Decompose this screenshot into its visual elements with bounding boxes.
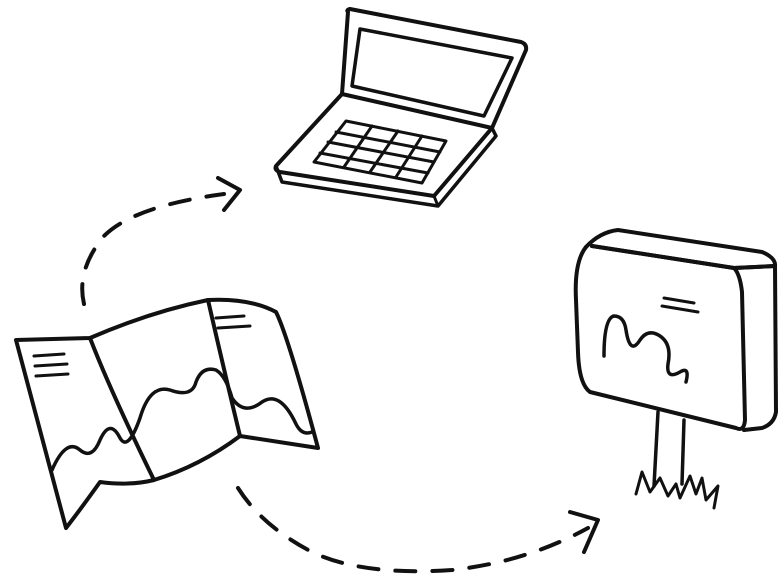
laptop-icon [276, 9, 527, 206]
folded-map-icon [16, 300, 318, 528]
arrow-map-to-laptop [82, 178, 240, 304]
arrow-map-to-signboard [238, 488, 598, 571]
signboard-icon [576, 230, 776, 508]
